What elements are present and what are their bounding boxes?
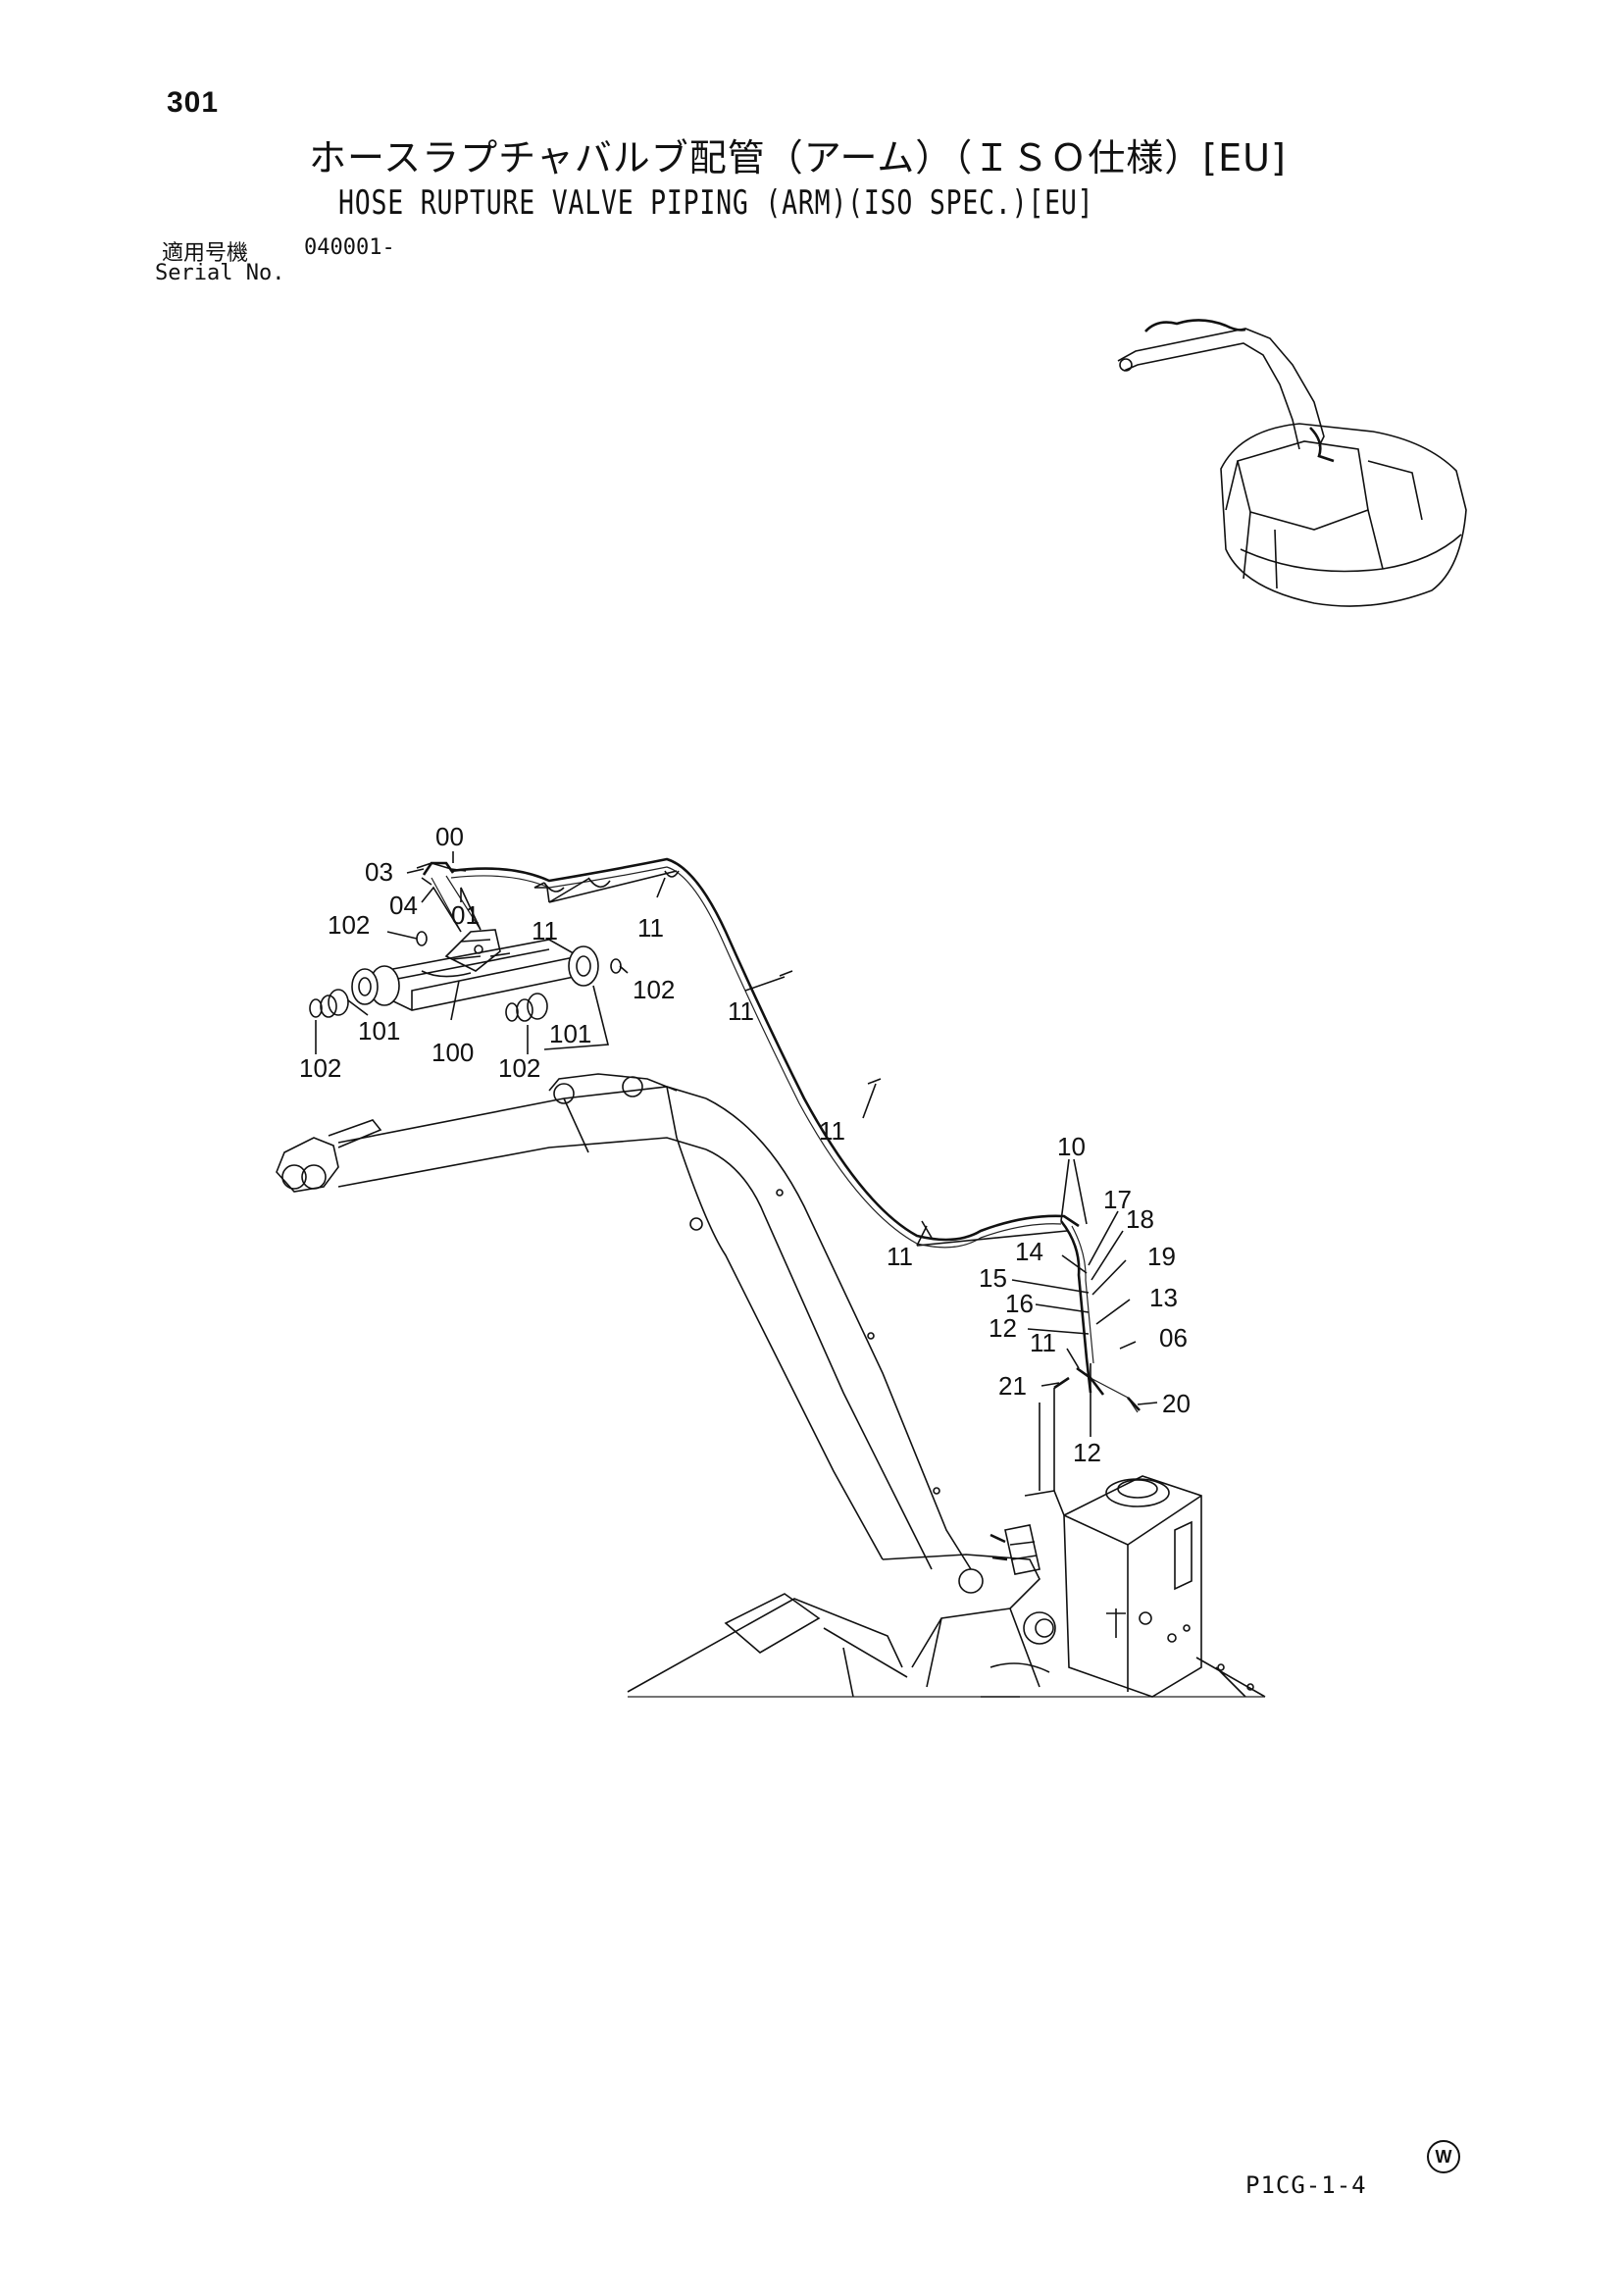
boom-structure — [276, 1073, 1266, 1698]
callout-11: 11 — [637, 913, 664, 943]
callout-101: 101 — [549, 1019, 591, 1048]
hose-rupture-valve-assembly — [309, 861, 622, 1022]
serial-value: 040001- — [304, 235, 395, 260]
callout-11: 11 — [728, 996, 754, 1026]
callout-14: 14 — [1015, 1237, 1043, 1266]
callout-12: 12 — [989, 1313, 1017, 1343]
serial-label-japanese: 適用号機 — [162, 241, 249, 266]
callout-100: 100 — [431, 1038, 474, 1067]
callout-17: 17 — [1103, 1185, 1132, 1214]
title-english: HOSE RUPTURE VALVE PIPING (ARM)(ISO SPEC… — [338, 183, 1094, 223]
callout-102: 102 — [328, 910, 370, 940]
valve-block-assembly — [990, 1388, 1202, 1698]
w-mark: W — [1427, 2140, 1460, 2173]
callout-00: 00 — [435, 822, 464, 851]
callout-102: 102 — [498, 1053, 540, 1083]
callout-01: 01 — [451, 900, 480, 930]
callout-11: 11 — [1030, 1328, 1056, 1357]
callout-11: 11 — [887, 1242, 913, 1271]
callout-101: 101 — [358, 1016, 400, 1046]
callout-labels: 00 03 04 01 11 11 102 102 11 101 100 101… — [299, 822, 1191, 1467]
callout-03: 03 — [365, 857, 393, 887]
leader-lines — [315, 851, 1158, 1437]
title-japanese: ホースラプチャバルブ配管（アーム）（ＩＳＯ仕様）[EU] — [309, 136, 1287, 179]
callout-10: 10 — [1057, 1132, 1086, 1161]
callout-102: 102 — [633, 975, 675, 1004]
hose-lines — [450, 857, 1141, 1413]
callout-21: 21 — [998, 1371, 1027, 1401]
callout-102: 102 — [299, 1053, 341, 1083]
footer-code: P1CG-1-4 — [1245, 2171, 1367, 2199]
page-number: 301 — [167, 86, 220, 119]
callout-13: 13 — [1149, 1283, 1178, 1312]
callout-06: 06 — [1159, 1323, 1188, 1352]
callout-11: 11 — [532, 916, 558, 945]
callout-11: 11 — [819, 1116, 845, 1146]
callout-19: 19 — [1147, 1242, 1176, 1271]
callout-18: 18 — [1126, 1204, 1154, 1234]
callout-20: 20 — [1162, 1389, 1191, 1418]
callout-15: 15 — [979, 1263, 1007, 1293]
callout-12: 12 — [1073, 1438, 1101, 1467]
callout-16: 16 — [1005, 1289, 1034, 1318]
serial-label-english: Serial No. — [155, 261, 285, 285]
callout-04: 04 — [389, 891, 418, 920]
machine-thumbnail — [1117, 319, 1467, 607]
